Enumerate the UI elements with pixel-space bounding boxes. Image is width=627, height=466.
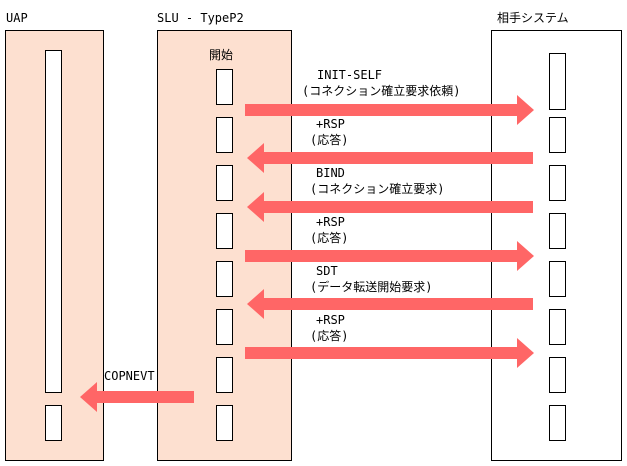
msg-sdt-name: SDT bbox=[316, 264, 338, 278]
partner-activation-box bbox=[549, 213, 566, 249]
slu-activation-box bbox=[216, 261, 233, 297]
partner-activation-box bbox=[549, 165, 566, 201]
slu-lane-title: SLU - TypeP2 bbox=[157, 11, 244, 25]
msg-init-self-name: INIT-SELF bbox=[317, 68, 383, 82]
partner-activation-box bbox=[549, 117, 566, 153]
uap-lane-title: UAP bbox=[6, 11, 28, 25]
msg-rsp-3-desc: (応答) bbox=[310, 329, 349, 343]
slu-activation-box bbox=[216, 117, 233, 153]
slu-start-label: 開始 bbox=[209, 48, 234, 62]
msg-rsp-2-desc: (応答) bbox=[310, 231, 349, 245]
msg-bind-desc: (コネクション確立要求) bbox=[310, 182, 445, 196]
arrow-bind bbox=[247, 192, 533, 222]
slu-activation-box bbox=[216, 213, 233, 249]
arrow-init-self bbox=[245, 95, 534, 125]
msg-init-self-desc: (コネクション確立要求依頼) bbox=[302, 84, 461, 98]
arrow-rsp-3 bbox=[245, 338, 534, 368]
partner-activation-box bbox=[549, 53, 566, 110]
slu-activation-box bbox=[216, 309, 233, 345]
arrow-copnevt bbox=[80, 382, 194, 412]
msg-sdt-desc: (データ転送開始要求) bbox=[310, 280, 433, 294]
arrow-sdt bbox=[247, 289, 533, 319]
partner-activation-box bbox=[549, 357, 566, 393]
slu-activation-box bbox=[216, 69, 233, 105]
uap-activation-box bbox=[45, 405, 62, 441]
uap-activation-bar bbox=[45, 50, 62, 393]
partner-lane-title: 相手システム bbox=[497, 11, 569, 25]
msg-rsp-1-name: +RSP bbox=[316, 117, 345, 131]
slu-activation-box bbox=[216, 405, 233, 441]
partner-activation-box bbox=[549, 309, 566, 345]
msg-rsp-2-name: +RSP bbox=[316, 215, 345, 229]
msg-rsp-1-desc: (応答) bbox=[310, 133, 349, 147]
msg-copnevt-name: COPNEVT bbox=[104, 369, 155, 383]
arrow-rsp-2 bbox=[245, 241, 534, 271]
slu-activation-box bbox=[216, 165, 233, 201]
msg-bind-name: BIND bbox=[316, 166, 345, 180]
msg-rsp-3-name: +RSP bbox=[316, 313, 345, 327]
partner-activation-box bbox=[549, 405, 566, 441]
slu-activation-box bbox=[216, 357, 233, 393]
arrow-rsp-1 bbox=[247, 143, 533, 173]
partner-activation-box bbox=[549, 261, 566, 297]
